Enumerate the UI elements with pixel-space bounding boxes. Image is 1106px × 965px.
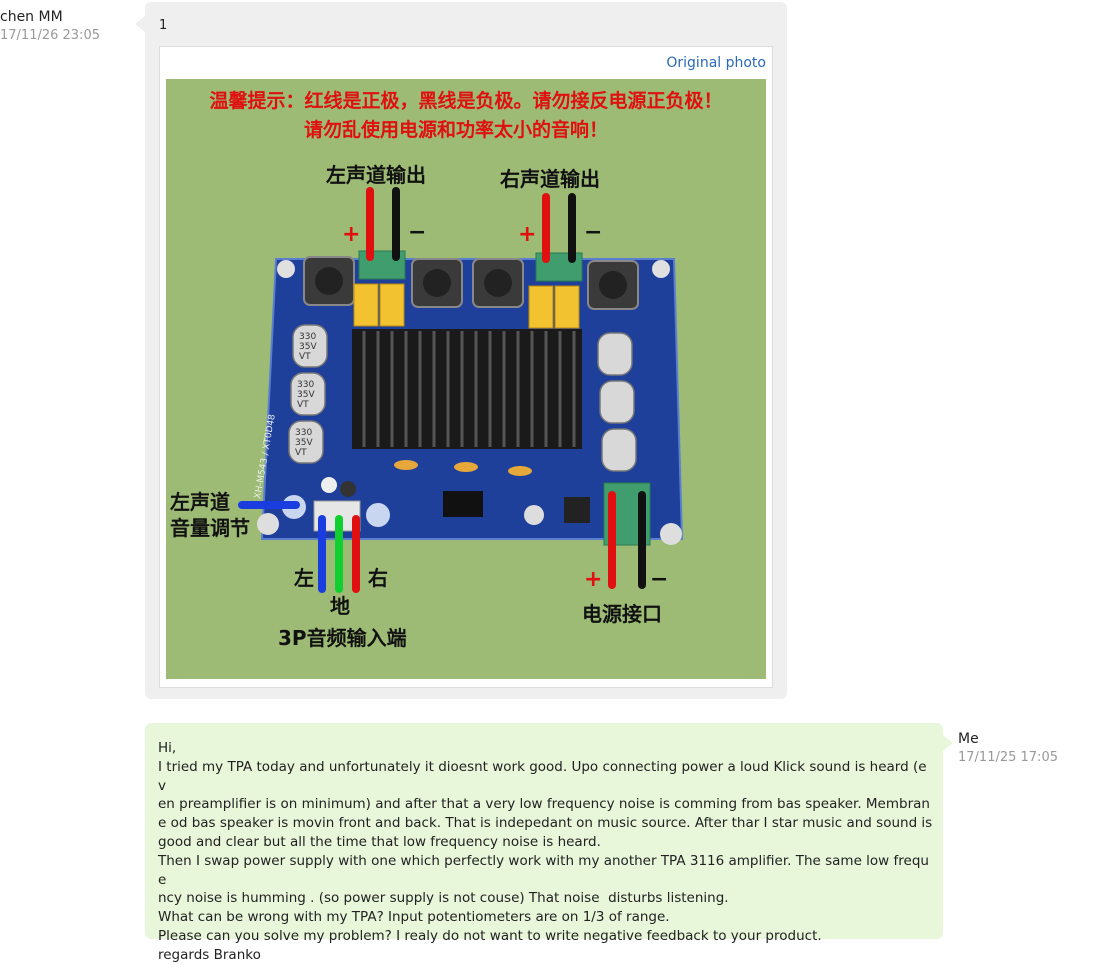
incoming-message-bubble: 1 Original photo 温馨提示：红线是正极，黑线是负极。请勿接反电源… [135,2,787,699]
sender-name: chen MM [0,9,63,25]
svg-text:−: − [650,567,668,592]
svg-text:330: 330 [297,380,314,390]
svg-text:35V: 35V [297,390,315,400]
heatsink [352,329,582,449]
svg-text:+: + [342,222,360,247]
left-volume-label-2: 音量调节 [170,516,250,540]
message-line: Hi, [158,740,177,756]
input-right-label: 右 [368,566,388,590]
input-ground-label: 地 [330,594,350,618]
message-line: Then I swap power supply with one which … [158,852,929,888]
message-line: regards Branko [158,946,261,963]
message-body[interactable]: Hi, I tried my TPA today and unfortunate… [158,739,933,965]
left-volume-label: 左声道 [170,490,230,514]
message-timestamp: 17/11/26 23:05 [0,28,100,43]
power-port-label: 电源接口 [582,602,662,626]
message-line: good and clear but all the time that low… [158,833,601,850]
right-output-label: 右声道输出 [500,167,600,191]
message-line: What can be wrong with my TPA? Input pot… [158,909,670,926]
message-line: e od bas speaker is movin front and back… [158,815,933,832]
svg-text:−: − [584,220,602,245]
svg-text:VT: VT [297,400,309,410]
input-left-label: 左 [294,566,314,590]
capacitors: 330 35V VT 330 35V VT 330 35V VT [288,324,637,472]
svg-text:330: 330 [299,332,316,342]
svg-text:VT: VT [299,352,311,362]
svg-text:−: − [408,220,426,245]
my-name: Me [958,731,979,747]
amplifier-board: 330 35V VT 330 35V VT 330 35V VT [253,250,684,546]
svg-text:35V: 35V [295,438,313,448]
message-line: en preamplifier is on minimum) and after… [158,796,930,813]
svg-text:330: 330 [295,428,312,438]
message-line: Please can you solve my problem? I realy… [158,927,822,944]
svg-text:+: + [518,222,536,247]
original-photo-link[interactable]: Original photo [666,55,766,71]
svg-text:+: + [584,567,602,592]
product-photo[interactable]: 温馨提示：红线是正极，黑线是负极。请勿接反电源正负极！ 请勿乱使用电源和功率太小… [166,79,766,679]
warning-text-line1: 温馨提示：红线是正极，黑线是负极。请勿接反电源正负极！ [209,89,722,112]
message-line: ncy noise is humming . (so power supply … [158,890,729,907]
warning-text-line2: 请勿乱使用电源和功率太小的音响！ [304,118,608,141]
message-text: 1 [159,18,168,33]
svg-text:35V: 35V [299,342,317,352]
svg-text:VT: VT [295,448,307,458]
message-line: I tried my TPA today and unfortunately i… [158,758,927,794]
my-message-timestamp: 17/11/25 17:05 [958,750,1058,765]
input-port-label: 3P音频输入端 [278,626,407,650]
photo-attachment[interactable]: Original photo 温馨提示：红线是正极，黑线是负极。请勿接反电源正负… [159,46,773,688]
left-output-label: 左声道输出 [326,163,426,187]
outgoing-message-bubble: Hi, I tried my TPA today and unfortunate… [145,723,953,963]
